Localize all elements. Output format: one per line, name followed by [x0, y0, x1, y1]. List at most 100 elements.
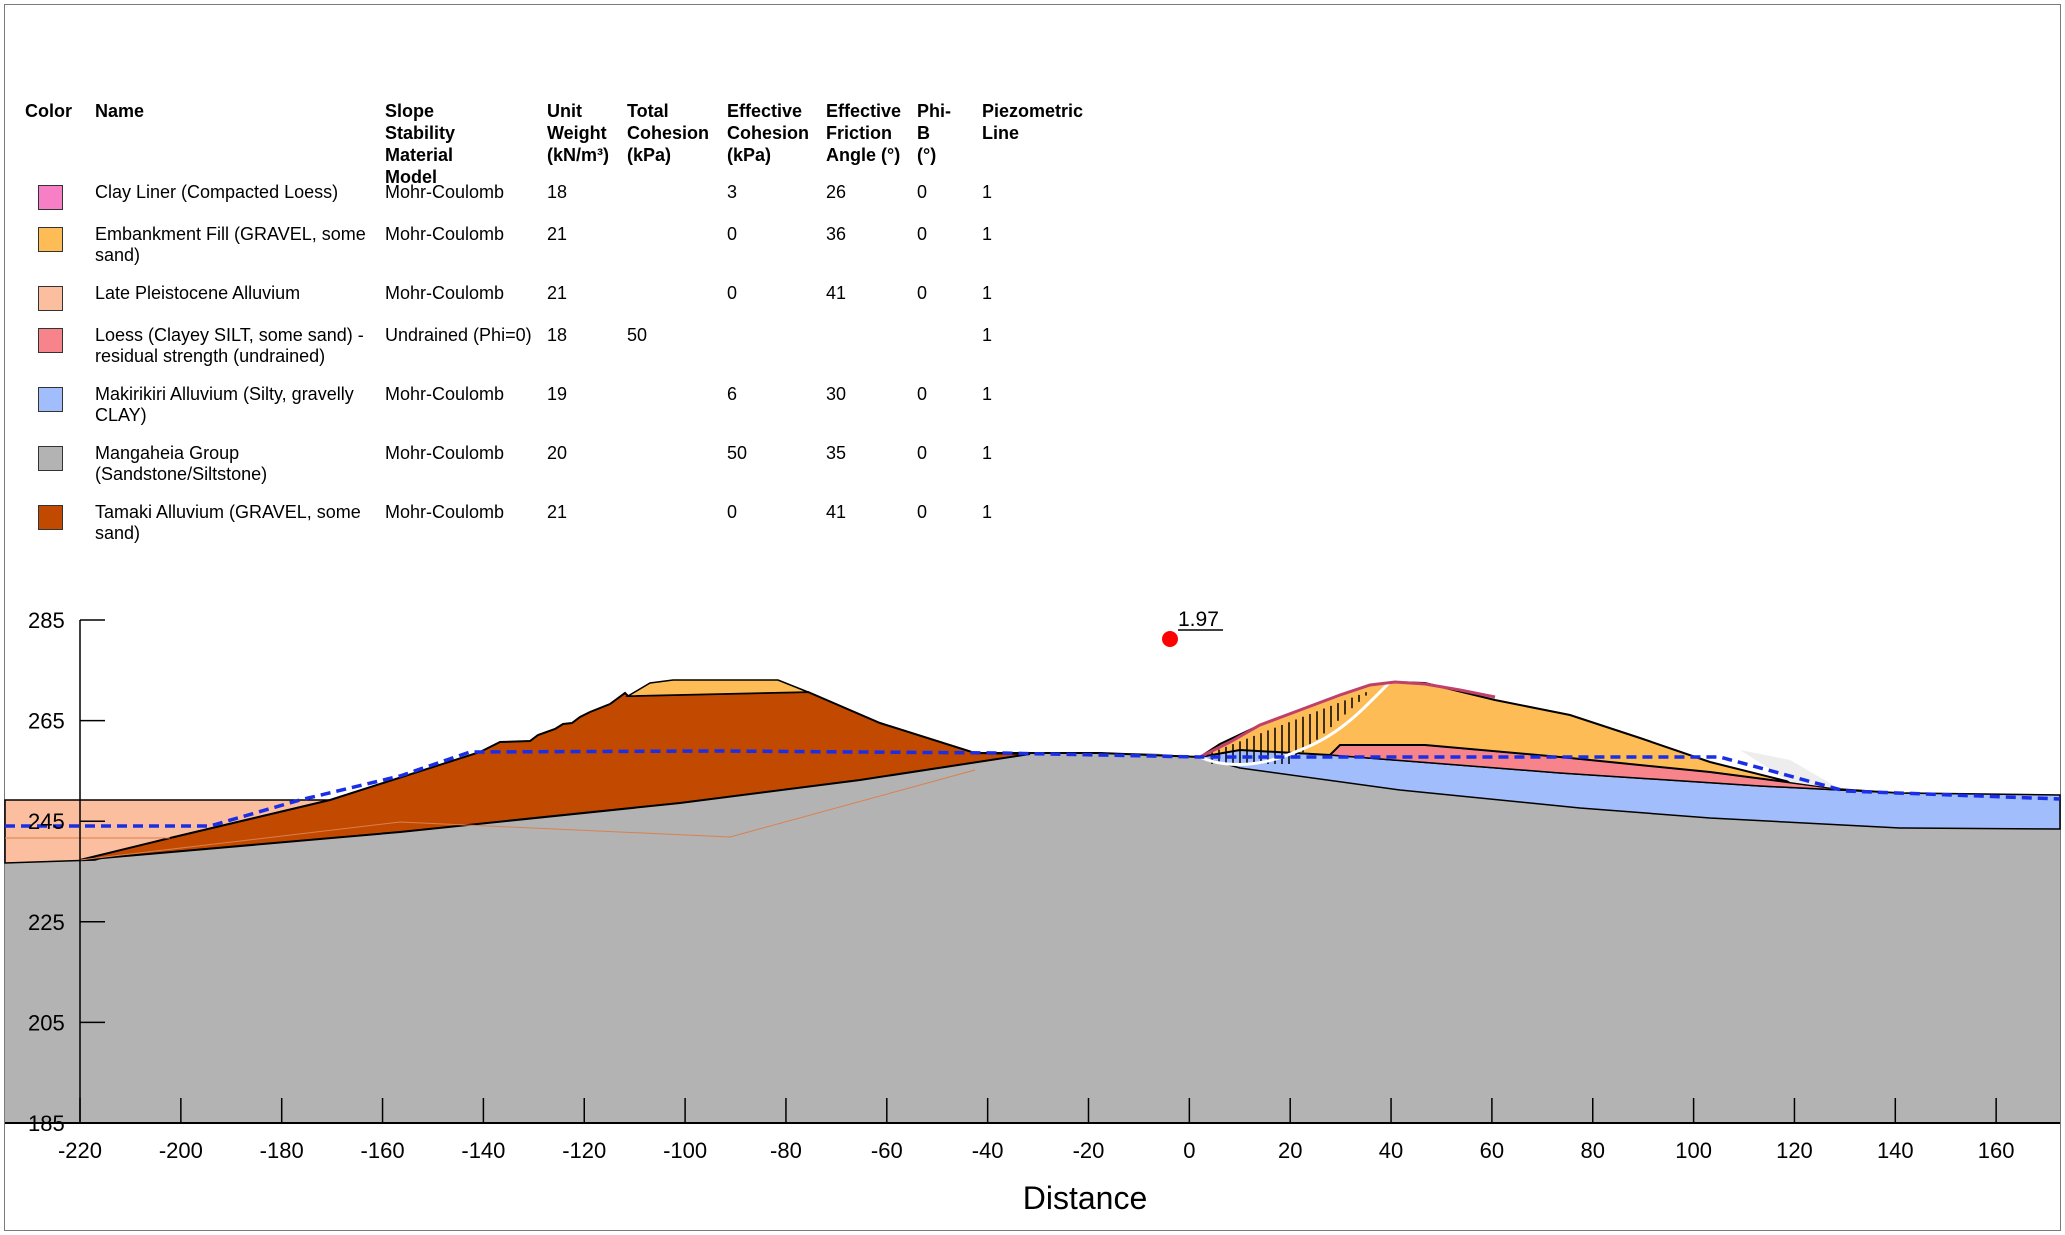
x-tick-label: 20	[1278, 1138, 1302, 1163]
material-phi-b: 0	[917, 182, 928, 202]
x-tick-label: -160	[361, 1138, 405, 1163]
x-tick-label: -200	[159, 1138, 203, 1163]
material-color-swatch	[38, 227, 63, 252]
material-color-swatch	[38, 387, 63, 412]
x-tick-label: 140	[1877, 1138, 1914, 1163]
x-tick-label: 100	[1675, 1138, 1712, 1163]
x-tick-label: -60	[871, 1138, 903, 1163]
material-piezometric-line: 1	[982, 182, 993, 202]
material-color-swatch	[38, 286, 63, 311]
factor-of-safety-label: 1.97	[1178, 608, 1219, 631]
material-model: Mohr-Coulomb	[385, 182, 505, 202]
tamaki-alluvium-region	[79, 690, 1031, 861]
x-tick-label: -220	[58, 1138, 102, 1163]
material-unit-weight: 21	[547, 283, 568, 303]
material-color-swatch	[38, 185, 63, 210]
material-unit-weight: 18	[547, 182, 568, 202]
material-effective-friction: 26	[826, 182, 847, 202]
material-model: Mohr-Coulomb	[385, 384, 505, 404]
material-model: Mohr-Coulomb	[385, 443, 505, 463]
x-tick-label: 160	[1978, 1138, 2015, 1163]
material-unit-weight: 21	[547, 502, 568, 522]
x-tick-label: -180	[260, 1138, 304, 1163]
material-total-cohesion: 50	[627, 325, 648, 345]
slip-slices	[1211, 692, 1367, 764]
material-effective-cohesion: 0	[727, 224, 738, 244]
left-embankment-fill-cap	[625, 679, 809, 697]
right-berm-surface	[1740, 750, 1840, 789]
material-unit-weight: 21	[547, 224, 568, 244]
material-effective-friction: 30	[826, 384, 847, 404]
x-tick-label: -140	[461, 1138, 505, 1163]
x-tick-label: -100	[663, 1138, 707, 1163]
material-name: Clay Liner (Compacted Loess)	[95, 182, 339, 202]
x-tick-label: -40	[972, 1138, 1004, 1163]
header-effective-friction-angle: Effective Friction Angle (°)	[826, 101, 902, 165]
material-color-swatch	[38, 328, 63, 353]
y-tick-label: 205	[28, 1010, 65, 1035]
material-effective-cohesion: 3	[727, 182, 738, 202]
y-tick-label: 265	[28, 709, 65, 734]
header-unit-weight: Unit Weight (kN/m³)	[547, 101, 609, 165]
x-tick-label: 40	[1379, 1138, 1403, 1163]
drawing-frame	[4, 4, 2061, 1231]
x-tick-label: 80	[1581, 1138, 1605, 1163]
y-tick-label: 185	[28, 1111, 65, 1136]
header-name: Name	[95, 101, 145, 121]
material-piezometric-line: 1	[982, 502, 993, 522]
material-effective-cohesion: 50	[727, 443, 748, 463]
header-material-model: Slope Stability Material Model	[385, 101, 456, 187]
x-axis-title: Distance	[1023, 1180, 1148, 1216]
internal-boundary-line	[79, 769, 976, 861]
x-tick-label: -20	[1073, 1138, 1105, 1163]
material-piezometric-line: 1	[982, 443, 993, 463]
material-color-swatch	[38, 446, 63, 471]
material-name-line2: (Sandstone/Siltstone)	[95, 464, 268, 484]
material-phi-b: 0	[917, 283, 928, 303]
slip-surface-crest-markers	[1199, 680, 1496, 759]
material-name: Mangaheia Group	[95, 443, 240, 463]
x-tick-label: -120	[562, 1138, 606, 1163]
x-ticks: -220-200-180-160-140-120-100-80-60-40-20…	[58, 1098, 2015, 1163]
x-tick-label: 120	[1776, 1138, 1813, 1163]
material-model: Mohr-Coulomb	[385, 502, 505, 522]
material-name-line2: sand)	[95, 523, 141, 543]
header-effective-cohesion: Effective Cohesion (kPa)	[727, 101, 810, 165]
material-model: Mohr-Coulomb	[385, 283, 505, 303]
y-tick-label: 225	[28, 910, 65, 935]
slip-center-point	[1162, 631, 1178, 647]
material-name: Embankment Fill (GRAVEL, some	[95, 224, 366, 244]
material-name: Late Pleistocene Alluvium	[95, 283, 301, 303]
material-model: Mohr-Coulomb	[385, 224, 505, 244]
header-total-cohesion: Total Cohesion (kPa)	[627, 101, 710, 165]
material-phi-b: 0	[917, 384, 928, 404]
header-piezometric-line: Piezometric Line	[982, 101, 1084, 143]
critical-slip-surface	[1199, 678, 1394, 767]
material-color-swatch	[38, 505, 63, 530]
material-name-line2: residual strength (undrained)	[95, 346, 326, 366]
header-color: Color	[25, 101, 72, 121]
material-name: Makirikiri Alluvium (Silty, gravelly	[95, 384, 354, 404]
material-phi-b: 0	[917, 502, 928, 522]
material-piezometric-line: 1	[982, 384, 993, 404]
material-unit-weight: 20	[547, 443, 568, 463]
material-name-line2: sand)	[95, 245, 141, 265]
mangaheia-group-region	[5, 753, 2060, 1123]
material-name: Tamaki Alluvium (GRAVEL, some	[95, 502, 361, 522]
y-ticks: 285 265 245 225 205 185	[28, 608, 105, 1136]
material-effective-friction: 35	[826, 443, 847, 463]
material-unit-weight: 18	[547, 325, 568, 345]
material-name: Loess (Clayey SILT, some sand) -	[95, 325, 364, 345]
material-effective-cohesion: 0	[727, 283, 738, 303]
material-phi-b: 0	[917, 224, 928, 244]
header-phi-b: Phi-B (°)	[917, 101, 951, 165]
material-unit-weight: 19	[547, 384, 568, 404]
material-model: Undrained (Phi=0)	[385, 325, 532, 345]
material-piezometric-line: 1	[982, 283, 993, 303]
material-effective-cohesion: 6	[727, 384, 738, 404]
y-tick-label: 285	[28, 608, 65, 633]
material-effective-friction: 41	[826, 283, 847, 303]
x-tick-label: 0	[1183, 1138, 1195, 1163]
y-tick-label: 245	[28, 809, 65, 834]
